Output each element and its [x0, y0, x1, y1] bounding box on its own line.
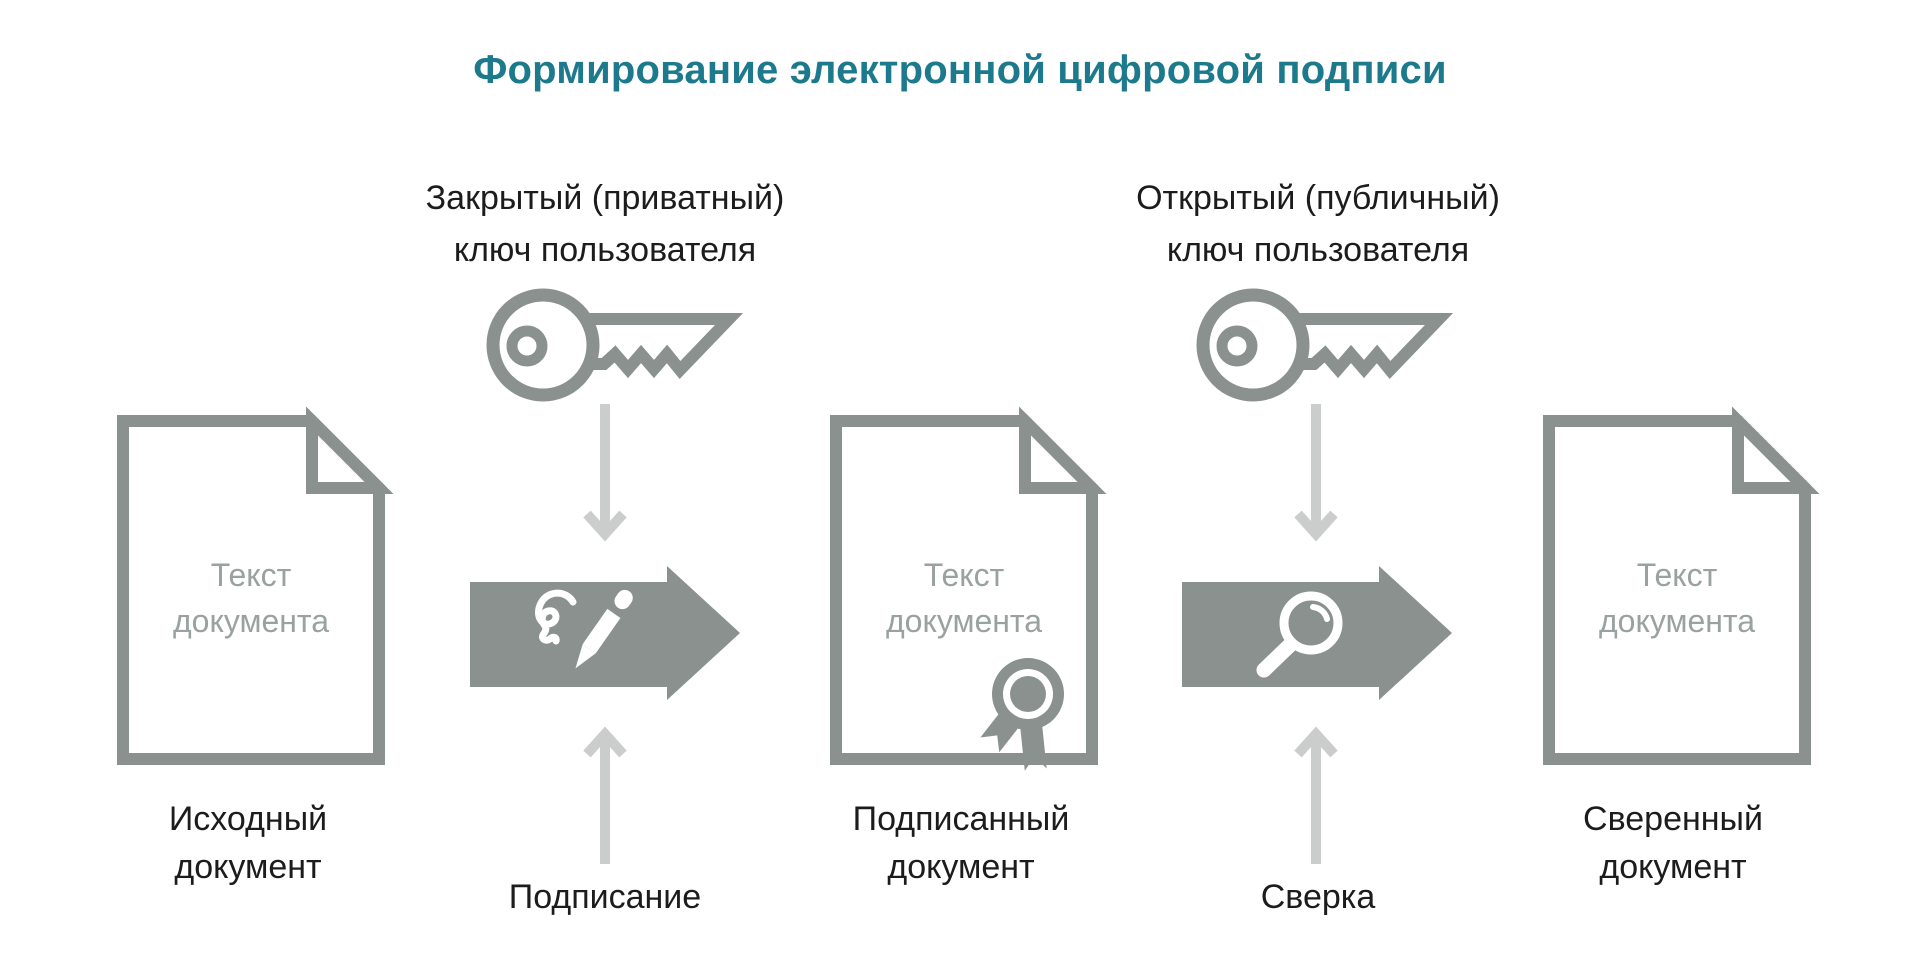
page-title: Формирование электронной цифровой подпис…: [473, 48, 1447, 92]
source-document-label: Исходный документ: [168, 800, 328, 886]
verified-document: Текст документа: [1542, 406, 1820, 766]
private-key-label-line1: Закрытый (приватный): [425, 179, 785, 217]
document-icon: [1543, 406, 1820, 765]
arrow-up-icon: [583, 726, 627, 864]
signed-document: Текст документа: [829, 406, 1107, 771]
arrow-up-icon: [1294, 726, 1338, 864]
source-document: Текст документа: [116, 406, 394, 766]
folded-corner-icon: [1732, 406, 1820, 494]
arrow-down-icon: [1294, 404, 1338, 542]
signing-process-arrow: [470, 566, 740, 700]
key-icon: [1196, 288, 1454, 402]
document-icon: [117, 406, 394, 765]
private-key-label-line2: ключ пользователя: [453, 231, 757, 269]
verification-process-label: Сверка: [1260, 878, 1376, 916]
certificate-seal-icon: [980, 658, 1064, 771]
verified-document-label: Сверенный документ: [1583, 800, 1763, 886]
document-body-text: Текст документа: [885, 557, 1043, 639]
key-icon: [486, 288, 744, 402]
public-key-label-line1: Открытый (публичный): [1136, 179, 1500, 217]
verification-process-arrow: [1182, 566, 1452, 700]
document-body-text: Текст документа: [1598, 557, 1756, 639]
signature-pen-icon: [535, 589, 633, 669]
folded-corner-icon: [1019, 406, 1107, 494]
magnifier-icon: [1256, 591, 1343, 678]
signing-process-label: Подписание: [508, 878, 702, 916]
public-key-label: Открытый (публичный) ключ пользователя: [1068, 172, 1568, 276]
folded-corner-icon: [306, 406, 394, 494]
private-key-label: Закрытый (приватный) ключ пользователя: [355, 172, 855, 276]
arrow-down-icon: [583, 404, 627, 542]
signed-document-label: Подписанный документ: [852, 800, 1070, 886]
document-body-text: Текст документа: [172, 557, 330, 639]
public-key-label-line2: ключ пользователя: [1166, 231, 1470, 269]
